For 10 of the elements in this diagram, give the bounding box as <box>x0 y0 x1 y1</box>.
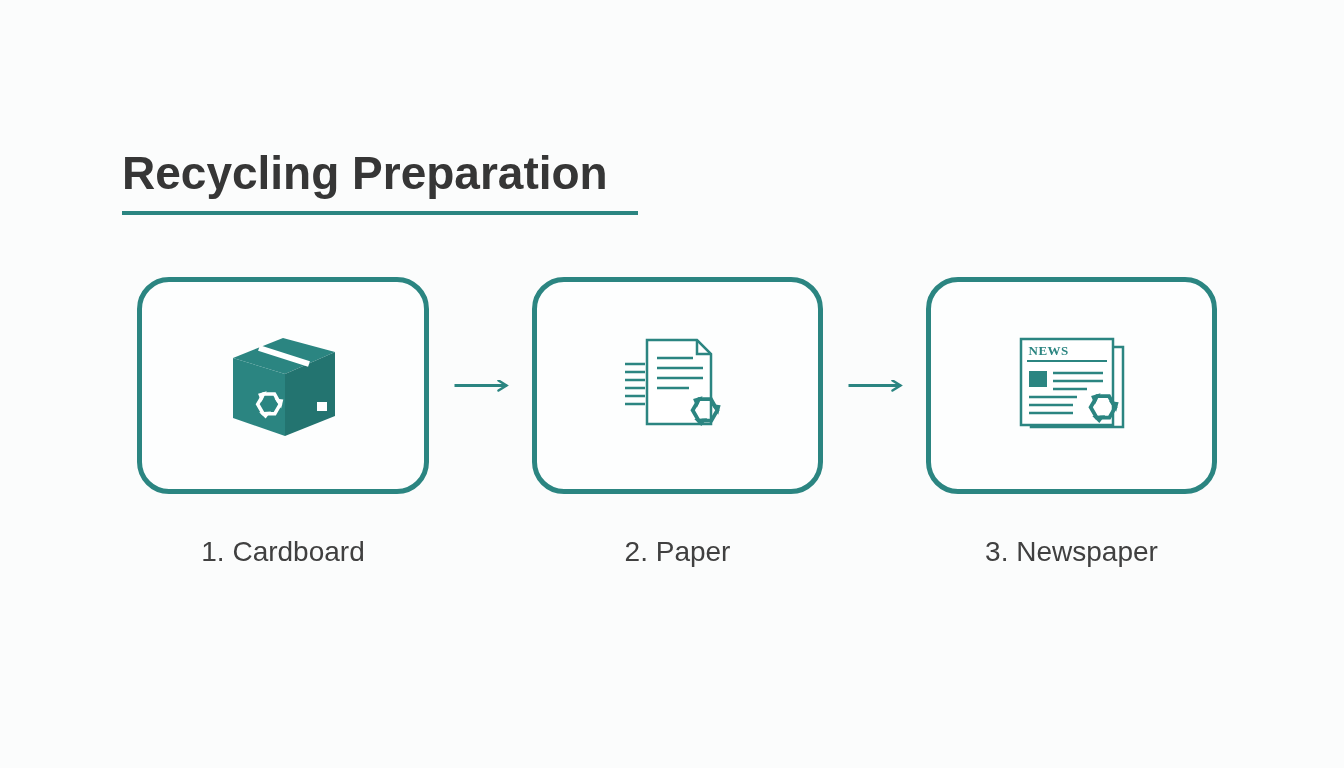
arrow <box>848 379 902 392</box>
step-box <box>137 277 429 494</box>
step-box <box>926 277 1217 494</box>
arrow <box>454 379 508 392</box>
title: Recycling Preparation <box>122 146 608 200</box>
step-label: 1. Cardboard <box>201 536 365 568</box>
step-label: 3. Newspaper <box>985 536 1158 568</box>
step-label: 2. Paper <box>624 536 731 568</box>
masthead-text: NEWS <box>1028 342 1069 359</box>
step-box <box>532 277 823 494</box>
